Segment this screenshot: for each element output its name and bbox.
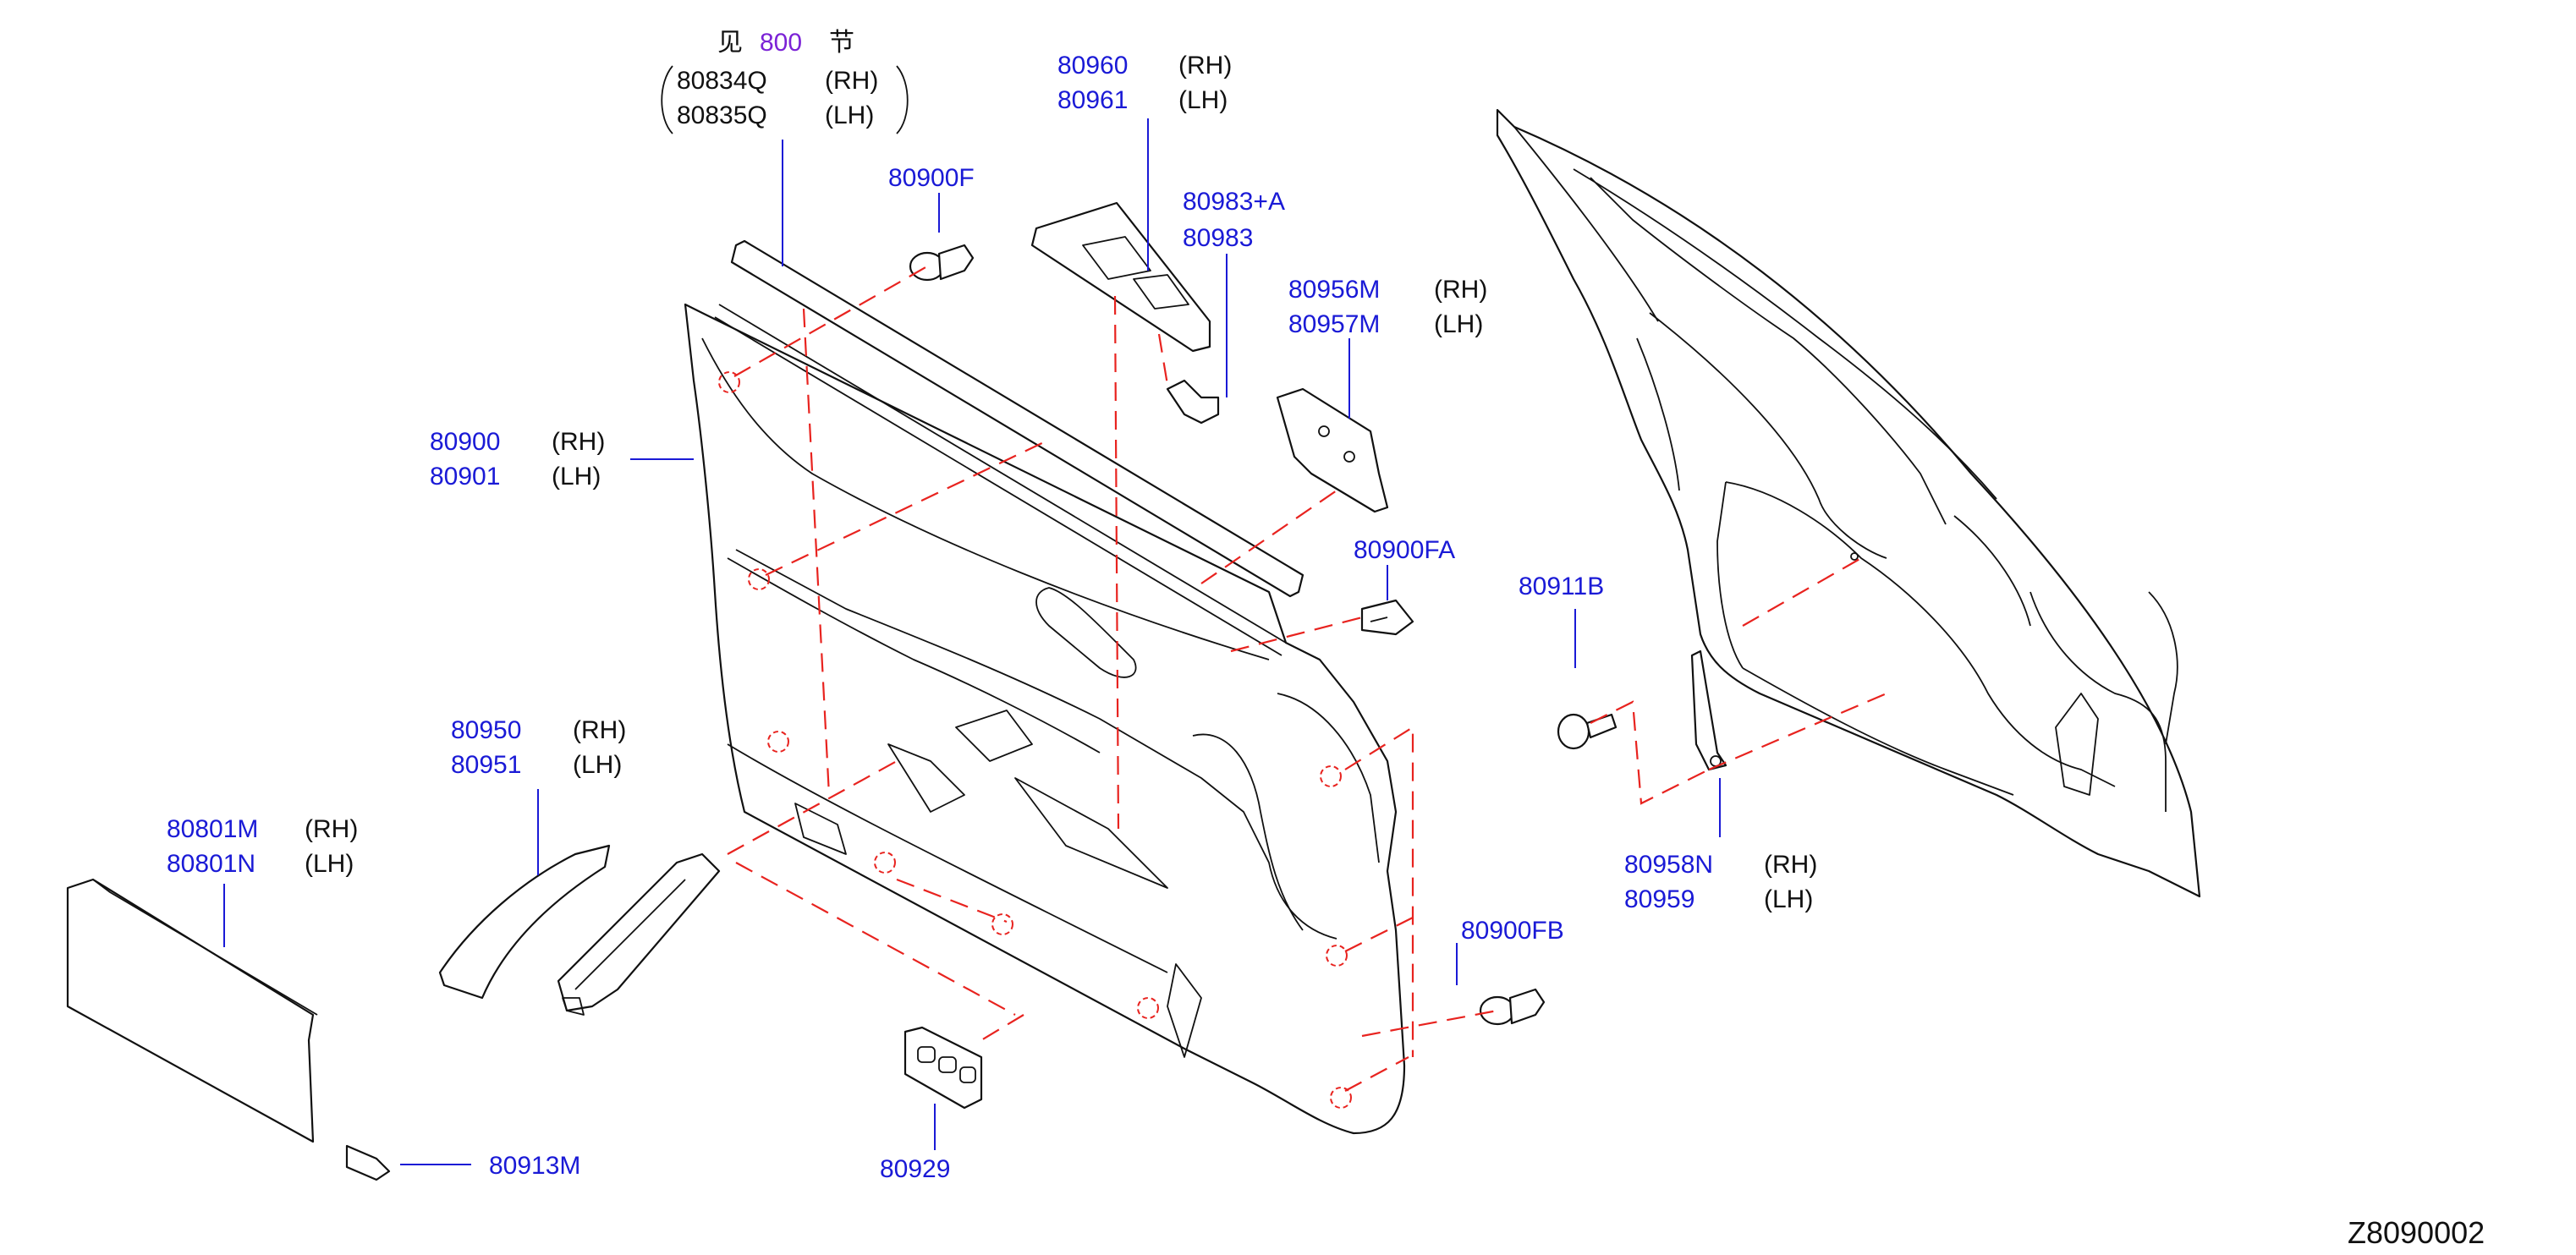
- see-suffix: 节: [829, 28, 854, 58]
- alignment-guides: [727, 266, 1887, 1092]
- side-80835q: (LH): [825, 101, 874, 129]
- side-80834q: (RH): [825, 67, 878, 95]
- retainer-80900fa-drawing: [1360, 599, 1414, 636]
- part-80913m[interactable]: 80913M: [489, 1152, 580, 1180]
- side-80801n: (LH): [305, 850, 354, 878]
- part-80956m[interactable]: 80956M: [1288, 276, 1380, 304]
- part-80835q[interactable]: 80835Q: [677, 101, 767, 129]
- side-80957m: (LH): [1434, 310, 1483, 338]
- door-trim-panel-drawing: [684, 239, 1406, 1135]
- part-80983-a[interactable]: 80983+A: [1183, 188, 1285, 216]
- part-80958n[interactable]: 80958N: [1624, 851, 1713, 879]
- part-80901[interactable]: 80901: [430, 463, 500, 490]
- figure-code: Z8090002: [2348, 1215, 2485, 1250]
- part-80951[interactable]: 80951: [451, 751, 521, 779]
- part-80900fb[interactable]: 80900FB: [1461, 917, 1564, 945]
- leader-lines: [223, 118, 1721, 1165]
- door-inner-panel-drawing: [1496, 108, 2201, 898]
- part-80900f[interactable]: 80900F: [888, 164, 975, 192]
- side-80900: (RH): [552, 428, 605, 456]
- side-80950: (RH): [573, 716, 626, 744]
- part-80801m[interactable]: 80801M: [167, 815, 258, 843]
- part-80900fa[interactable]: 80900FA: [1354, 536, 1455, 564]
- weatherstrip-group-brackets: [661, 65, 909, 134]
- clip-80900f-drawing: [909, 244, 975, 282]
- part-80929[interactable]: 80929: [880, 1155, 950, 1183]
- part-80950[interactable]: 80950: [451, 716, 521, 744]
- side-80901: (LH): [552, 463, 601, 490]
- part-80801n[interactable]: 80801N: [167, 850, 255, 878]
- part-80834q[interactable]: 80834Q: [677, 67, 767, 95]
- armrest-pad-drawing: [66, 878, 391, 1181]
- see-section-link[interactable]: 800: [760, 29, 802, 57]
- side-80801m: (RH): [305, 815, 358, 843]
- screw-80911b-drawing: [1557, 713, 1618, 750]
- side-80960: (RH): [1178, 52, 1232, 79]
- side-80958n: (RH): [1764, 851, 1817, 879]
- part-80957m[interactable]: 80957M: [1288, 310, 1380, 338]
- part-80983[interactable]: 80983: [1183, 224, 1253, 252]
- clip-80900fb-drawing: [1479, 988, 1546, 1026]
- power-window-switch-drawing: [904, 1026, 983, 1110]
- side-80961: (LH): [1178, 86, 1228, 114]
- pull-handle-bracket-drawing: [1276, 387, 1389, 513]
- part-80960[interactable]: 80960: [1057, 52, 1128, 79]
- side-80951: (LH): [573, 751, 622, 779]
- finisher-drawing: [438, 844, 721, 1016]
- side-80959: (LH): [1764, 885, 1813, 913]
- part-80961[interactable]: 80961: [1057, 86, 1128, 114]
- main-switch-finisher-drawing: [1030, 201, 1220, 425]
- part-80900[interactable]: 80900: [430, 428, 500, 456]
- see-prefix: 见: [717, 28, 743, 58]
- part-80911b[interactable]: 80911B: [1519, 573, 1604, 600]
- side-80956m: (RH): [1434, 276, 1487, 304]
- bracket-80958n-drawing: [1690, 649, 1727, 771]
- part-80959[interactable]: 80959: [1624, 885, 1694, 913]
